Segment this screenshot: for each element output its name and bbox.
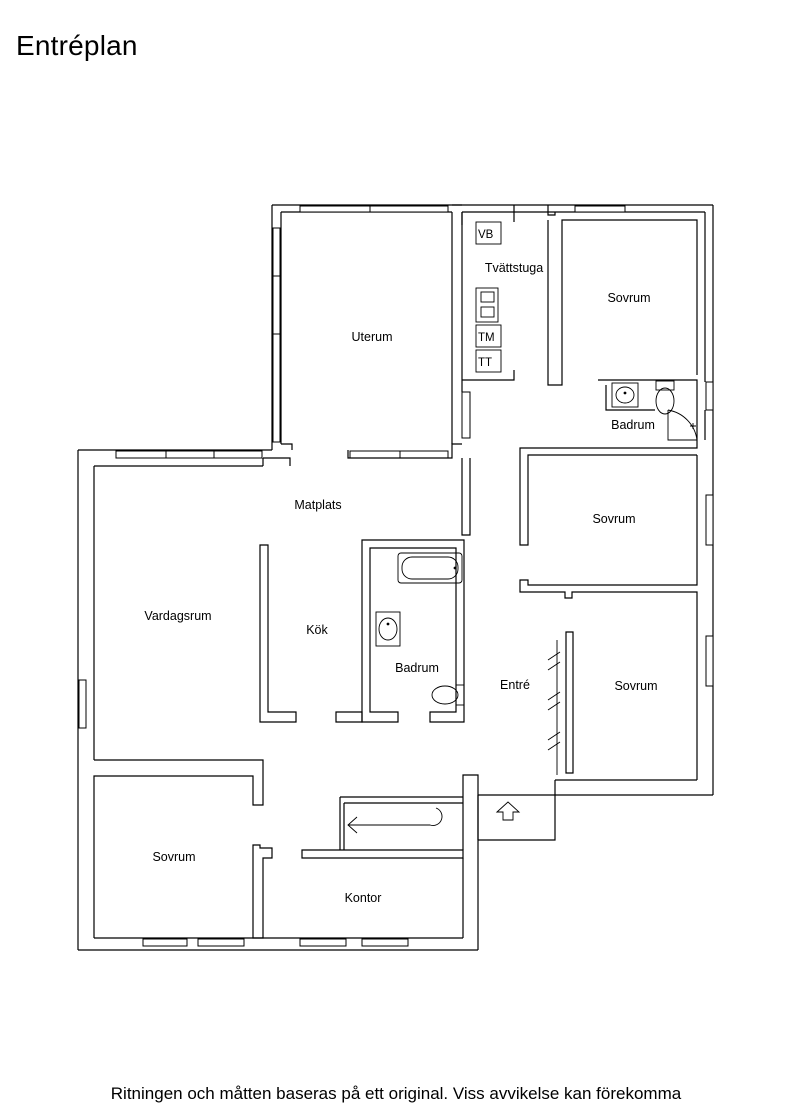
room-label-uterum: Uterum [352, 330, 393, 344]
window [272, 333, 281, 443]
room-label-badrum-1: Badrum [611, 418, 655, 432]
window [165, 450, 215, 459]
toilet-icon [655, 380, 675, 391]
room-label-sovrum-2: Sovrum [592, 512, 635, 526]
room-label-badrum-2: Badrum [395, 661, 439, 675]
room-label-entre: Entré [500, 678, 530, 692]
window [361, 938, 409, 947]
sink-icon [375, 611, 401, 647]
windows [78, 205, 714, 947]
window [299, 205, 371, 213]
outer-walls [77, 204, 714, 951]
window [213, 450, 263, 459]
tt-label: TT [478, 357, 492, 369]
window [461, 391, 471, 439]
page-title: Entréplan [16, 30, 138, 61]
room-label-kok: Kök [306, 623, 328, 637]
sink-icon [611, 382, 639, 408]
interior-walls [93, 205, 698, 939]
window [115, 450, 167, 459]
room-label-kontor: Kontor [345, 891, 382, 905]
window [705, 635, 714, 687]
room-label-matplats: Matplats [294, 498, 341, 512]
fixtures: VB TM TT [375, 221, 675, 706]
room-label-tvattstuga: Tvättstuga [485, 261, 543, 275]
washing-machine [475, 324, 502, 348]
dryer [475, 349, 502, 373]
washbasin-cabinet [475, 221, 502, 245]
window [142, 938, 188, 947]
window [299, 938, 347, 947]
room-label-vardagsrum: Vardagsrum [144, 609, 211, 623]
window [78, 679, 87, 729]
window [369, 205, 449, 213]
window [349, 450, 401, 459]
room-label-sovrum-4: Sovrum [152, 850, 195, 864]
tm-label: TM [478, 332, 495, 344]
cabinet [475, 287, 499, 323]
window [574, 205, 626, 213]
window [197, 938, 245, 947]
window [705, 494, 714, 546]
window [399, 450, 449, 459]
doors [347, 409, 698, 834]
room-labels: Uterum Tvättstuga Sovrum Badrum Sovrum M… [144, 261, 657, 905]
vb-label: VB [478, 229, 494, 241]
cabinet-drawer [480, 291, 495, 303]
window [705, 381, 714, 411]
cabinet-drawer [480, 306, 495, 318]
floor-plan: VB TM TT Uterum Tvättstuga Sovrum Badrum… [77, 204, 714, 951]
room-label-sovrum-1: Sovrum [607, 291, 650, 305]
footer-disclaimer: Ritningen och måtten baseras på ett orig… [110, 1084, 682, 1103]
window [272, 275, 281, 335]
room-label-sovrum-3: Sovrum [614, 679, 657, 693]
toilet-icon [455, 684, 465, 706]
window [272, 227, 281, 277]
bathtub-icon [397, 552, 463, 584]
